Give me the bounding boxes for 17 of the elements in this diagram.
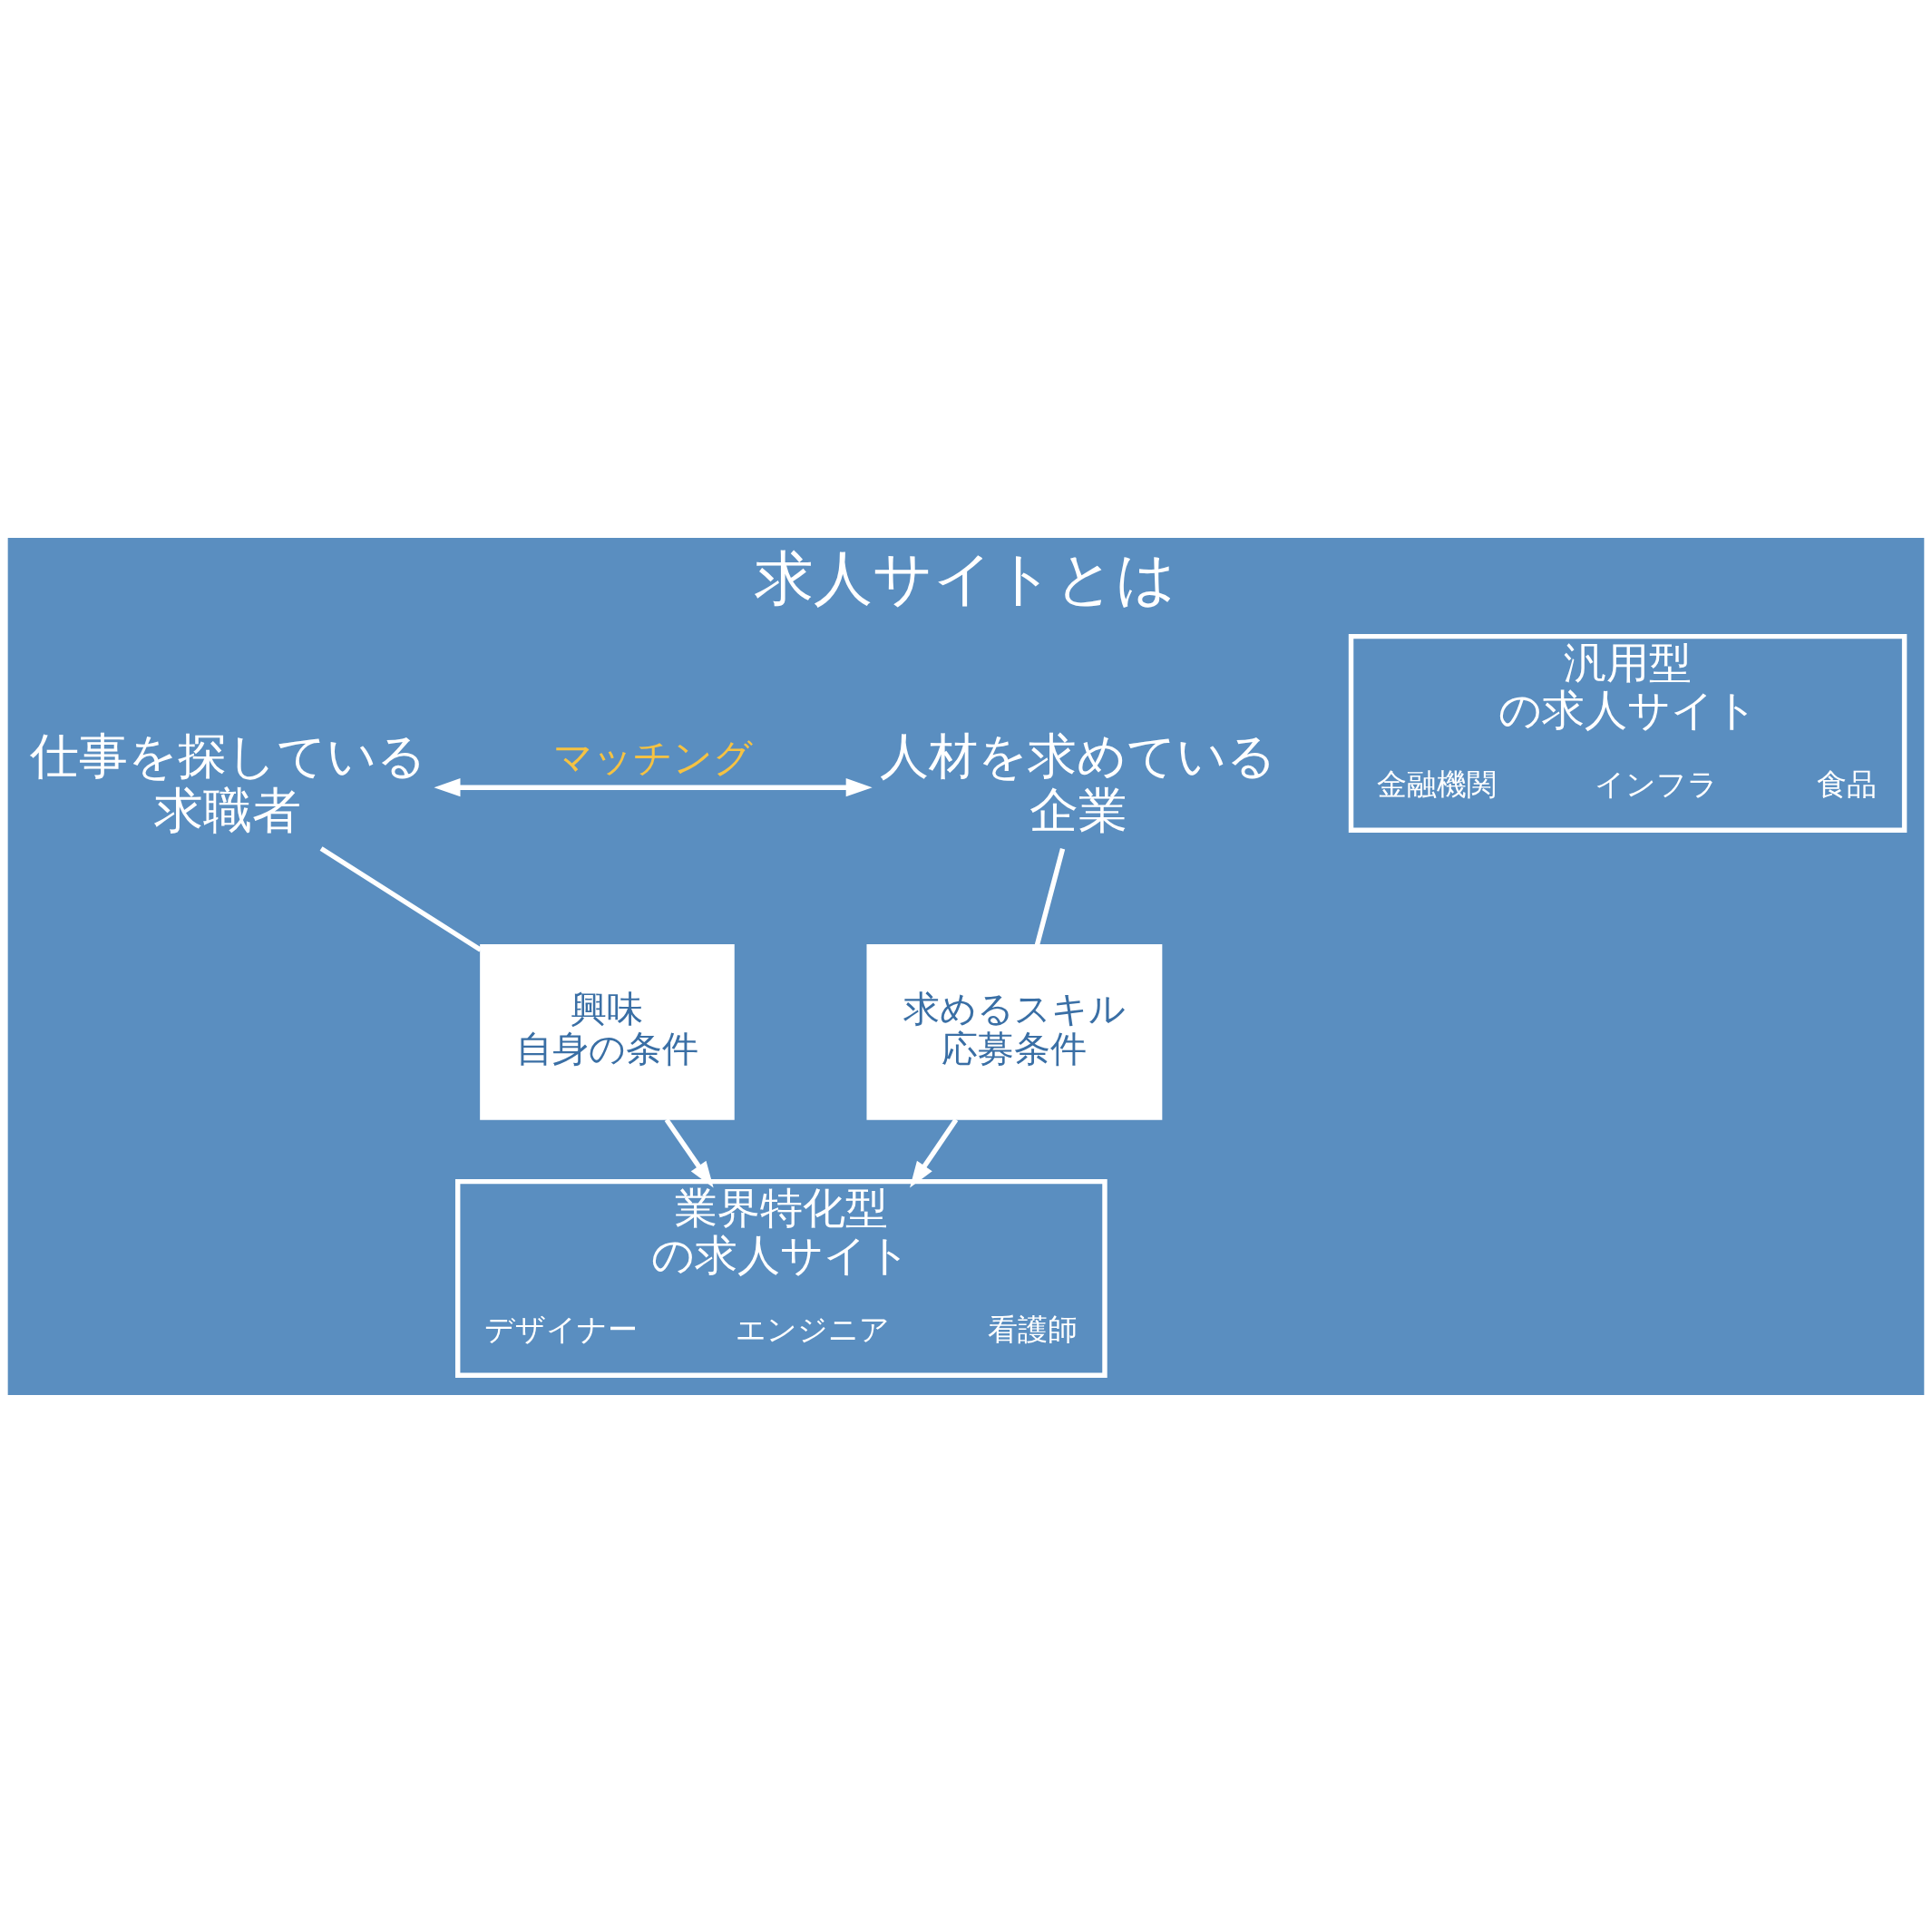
node-text: 金融機関 — [1376, 766, 1497, 802]
node-text: インフラ — [1595, 766, 1719, 802]
node-text: 人材を求めている 企業 — [880, 727, 1277, 839]
node-box: 興味 自身の条件 — [480, 943, 735, 1120]
arrow — [910, 1117, 959, 1187]
diagram-title: 求人サイトとは — [755, 543, 1177, 612]
node-text: 看護師 — [987, 1312, 1078, 1347]
node-text: デザイナー — [484, 1312, 639, 1347]
connector — [319, 845, 483, 952]
node-box: 求めるスキル 応募条件 — [866, 943, 1163, 1120]
edge-label: マッチング — [553, 734, 754, 780]
arrow — [434, 777, 873, 796]
connector — [1034, 847, 1066, 946]
node-text: 仕事を探している 求職者 — [29, 727, 426, 839]
arrow — [664, 1117, 714, 1187]
node-text: エンジニア — [735, 1312, 890, 1347]
node-text: 食品 — [1817, 766, 1878, 802]
